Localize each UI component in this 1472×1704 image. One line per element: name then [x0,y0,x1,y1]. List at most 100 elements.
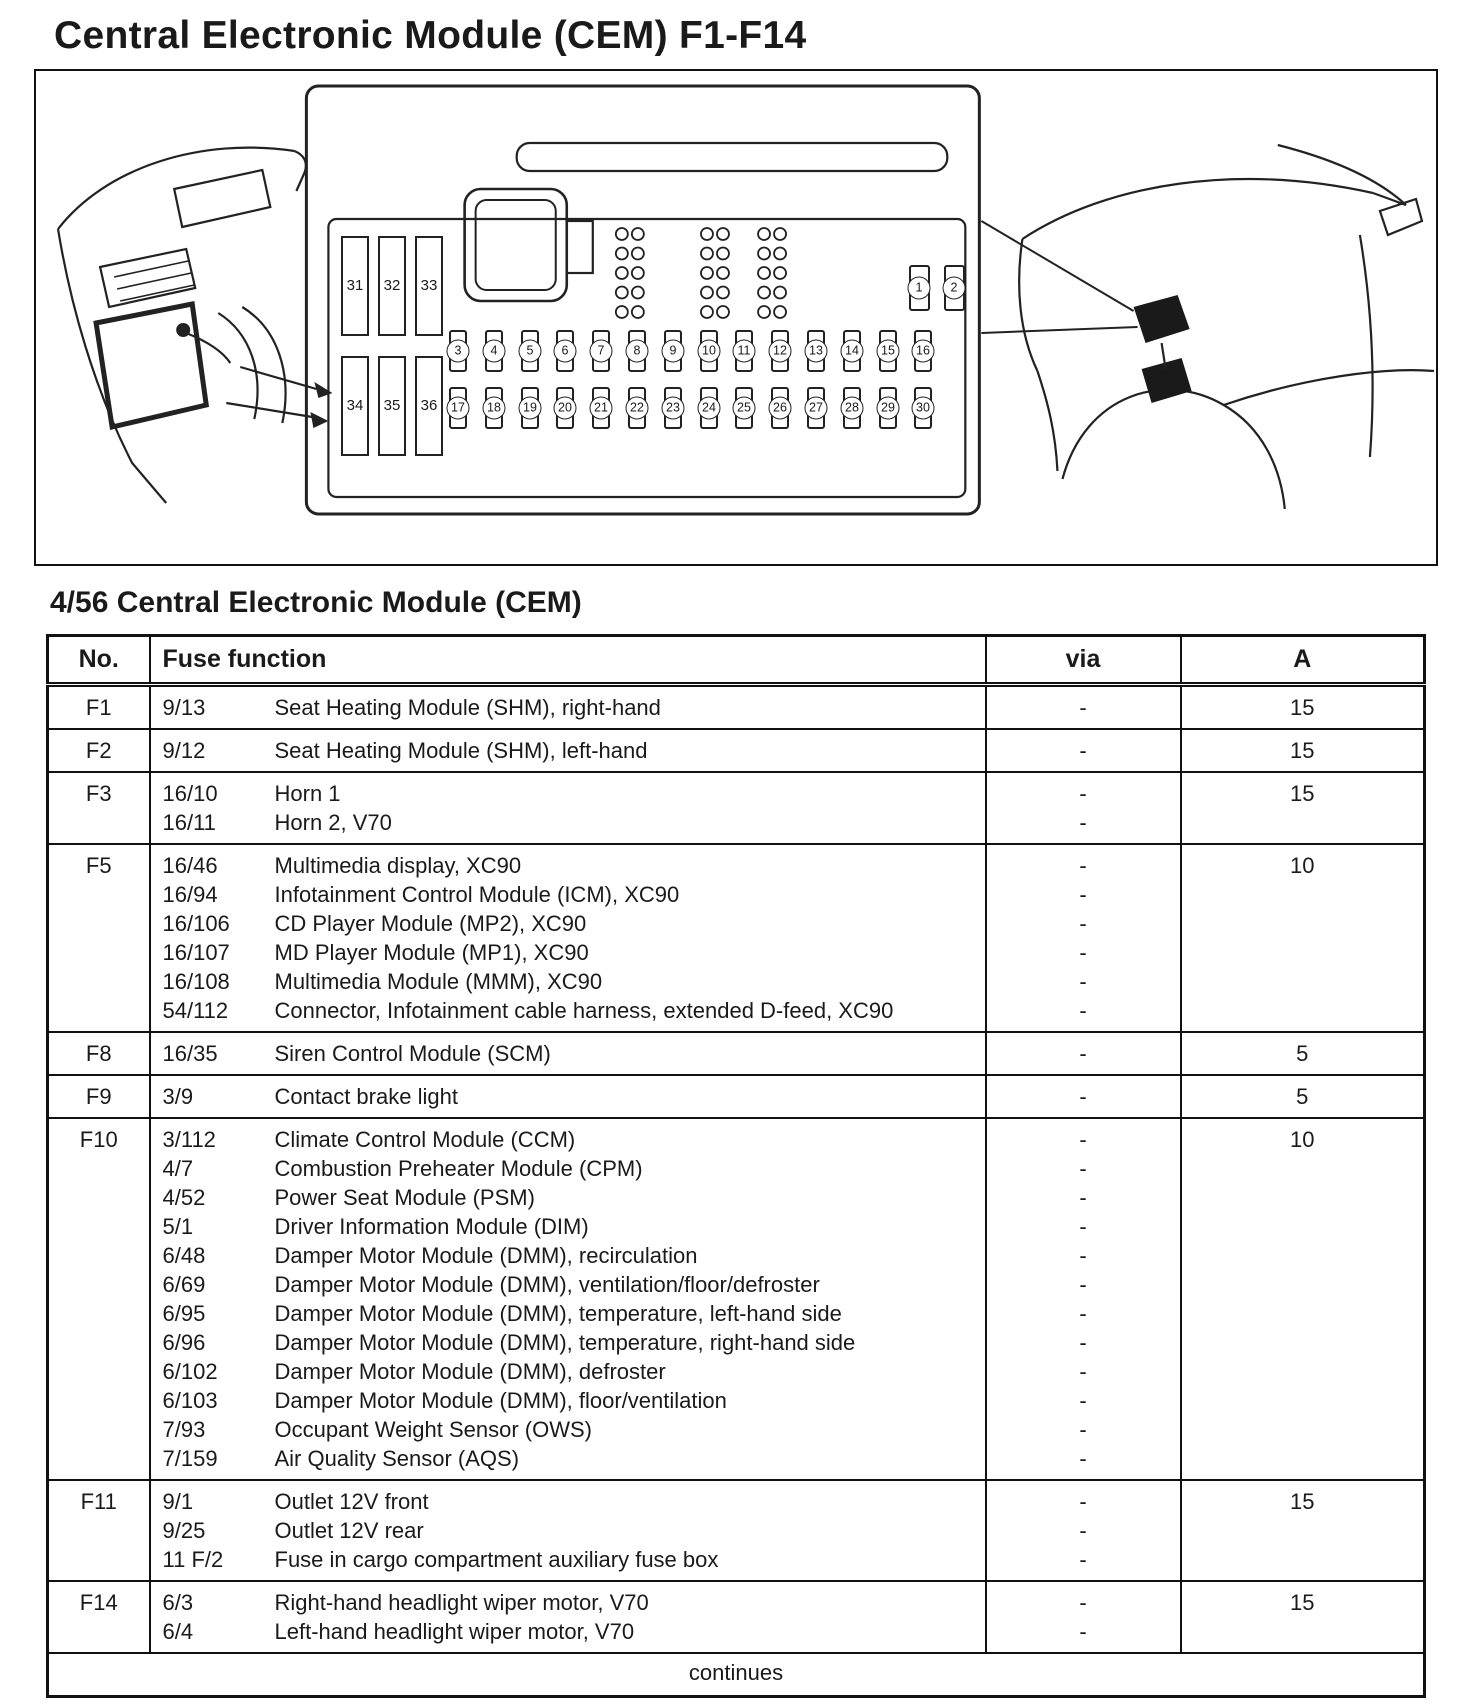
fuse-no: F10 [47,1118,151,1482]
via-value: - [1079,1156,1087,1182]
via-value: - [1079,1359,1087,1385]
fuse-description: Contact brake light [274,1084,458,1110]
via-value: - [1079,911,1087,937]
fuse-number-label: 14 [840,339,864,363]
fuse-number-label: 20 [553,396,577,420]
fuse-component-code: 6/48 [162,1243,206,1269]
via-value: - [1079,1330,1087,1356]
fuse-7: 7 [589,329,613,372]
fuse-25: 25 [732,386,756,429]
fuse-component-code: 16/11 [162,810,216,836]
fuse-28: 28 [840,386,864,429]
fuse-3: 3 [446,329,470,372]
fuse-16: 16 [911,329,935,372]
fuse-component-code: 9/1 [162,1489,194,1515]
car-sketch [1018,143,1435,509]
continues-label: continues [688,1660,784,1686]
fuse-component-code: 16/108 [162,969,230,995]
page-title: Central Electronic Module (CEM) F1-F14 [54,14,807,57]
via-cell: - [985,1032,1182,1077]
via-cell: - [985,684,1182,731]
fuse-number-label: 21 [589,396,613,420]
via-value: - [1079,1127,1087,1153]
fusebox-panel-outline [304,84,981,516]
fuse-30: 30 [911,386,935,429]
fuse-9: 9 [661,329,685,372]
fuse-description: Driver Information Module (DIM) [274,1214,589,1240]
fuse-number-label: 7 [589,339,613,363]
via-value: - [1079,1417,1087,1443]
fuse-description: Occupant Weight Sensor (OWS) [274,1417,593,1443]
column-header-a: A [1180,635,1425,688]
fuse-component-code: 6/96 [162,1330,206,1356]
fuse-32: 32 [378,235,406,336]
fuse-number-label: 11 [732,339,756,363]
via-value: - [1079,1301,1087,1327]
via-cell: - [985,1075,1182,1120]
fuse-number-label: 9 [661,339,685,363]
via-value: - [1079,998,1087,1024]
fuse-number-label: 2 [942,276,966,300]
fuse-description: Damper Motor Module (DMM), ventilation/f… [274,1272,820,1298]
section-subtitle: 4/56 Central Electronic Module (CEM) [50,585,582,619]
fuse-2: 2 [942,264,966,311]
fuse-26: 26 [768,386,792,429]
via-value: - [1079,810,1087,836]
fuse-number-label: 19 [518,396,542,420]
fuse-component-code: 3/9 [162,1084,194,1110]
fuse-component-code: 16/107 [162,940,230,966]
fuse-13: 13 [804,329,828,372]
amp-cell: 15 [1180,729,1425,774]
fuse-11: 11 [732,329,756,372]
fuse-description: Right-hand headlight wiper motor, V70 [274,1590,649,1616]
fuse-component-code: 6/102 [162,1359,218,1385]
fuse-21: 21 [589,386,613,429]
fuse-15: 15 [876,329,900,372]
fuse-14: 14 [840,329,864,372]
via-value: - [1079,781,1087,807]
fuse-19: 19 [518,386,542,429]
amp-cell: 5 [1180,1075,1425,1120]
fuse-31: 31 [341,235,369,336]
fuse-line: 9/25 Outlet 12V rear [151,1516,985,1545]
fuse-description: Seat Heating Module (SHM), right-hand [274,695,661,721]
pointer-arrows [226,365,333,428]
fuse-component-code: 6/4 [162,1619,194,1645]
fuse-number-label: 16 [911,339,935,363]
fuse-description: Climate Control Module (CCM) [274,1127,576,1153]
column-header-via: via [985,635,1182,688]
fuse-number-label: 6 [553,339,577,363]
fuse-no: F5 [47,844,151,1034]
fuse-number-label: 13 [804,339,828,363]
via-value: - [1079,1619,1087,1645]
fuse-4: 4 [482,329,506,372]
fuse-description: Outlet 12V rear [274,1518,424,1544]
callout-lines [980,219,1138,334]
via-cell: -- [985,772,1182,846]
fuse-component-code: 9/25 [162,1518,206,1544]
fuse-description: Combustion Preheater Module (CPM) [274,1156,643,1182]
via-cell: --- [985,1480,1182,1583]
fuse-number-label: 22 [625,396,649,420]
fuse-description: Siren Control Module (SCM) [274,1041,551,1067]
via-value: - [1079,1185,1087,1211]
via-value: - [1079,1388,1087,1414]
amp-cell: 5 [1180,1032,1425,1077]
